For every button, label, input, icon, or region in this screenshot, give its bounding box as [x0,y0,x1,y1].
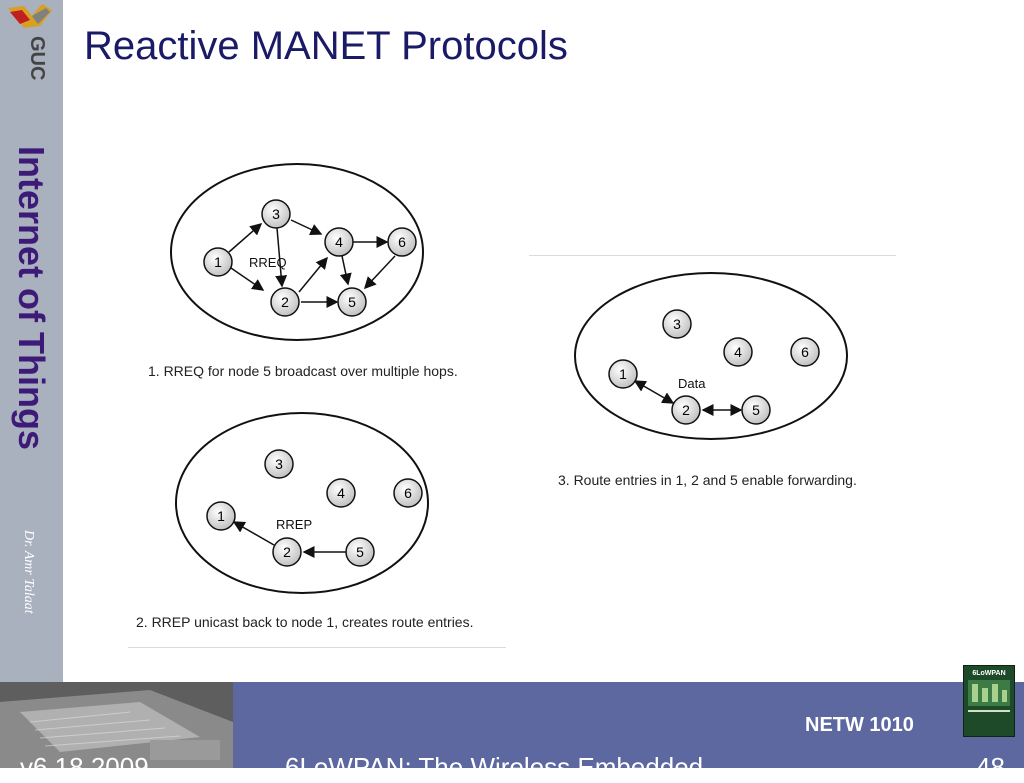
svg-text:5: 5 [752,402,760,418]
rreq-caption: 1. RREQ for node 5 broadcast over multip… [148,363,458,379]
svg-text:3: 3 [272,206,280,222]
node-4: 4 [324,227,354,257]
guc-logo: GUC [8,4,52,80]
circuit-board-photo [0,682,233,768]
edge-1-2 [230,267,265,291]
svg-text:6: 6 [404,485,412,501]
svg-text:2: 2 [281,294,289,310]
data-label: Data [678,376,706,391]
node-6: 6 [393,478,423,508]
chip-image [0,682,233,768]
node-1: 1 [203,247,233,277]
edge-2-1 [232,521,275,546]
rrep-diagram: 3 4 6 1 2 5 RREP [175,412,429,594]
node-3: 3 [662,309,692,339]
node-6: 6 [790,337,820,367]
svg-text:4: 4 [335,234,343,250]
book-art [968,680,1010,712]
author-name: Dr. Amr Talaat [21,530,36,614]
node-5: 5 [741,395,771,425]
edge-1-3 [228,223,263,253]
node-3: 3 [261,199,291,229]
divider-left-bottom [128,647,506,648]
node-5: 5 [337,287,367,317]
rreq-label: RREQ [249,255,287,270]
node-1: 1 [206,501,236,531]
svg-text:1: 1 [214,254,222,270]
divider-right-top [529,255,896,256]
svg-text:1: 1 [217,508,225,524]
node-2: 2 [270,287,300,317]
rreq-diagram: 3 1 4 6 2 5 RREQ [170,163,424,341]
node-6: 6 [387,227,417,257]
node-5: 5 [345,537,375,567]
node-3: 3 [264,449,294,479]
course-code: NETW 1010 [805,714,914,736]
node-2: 2 [272,537,302,567]
slide-title: Reactive MANET Protocols [84,24,568,68]
edge-2-4 [298,256,328,293]
svg-text:4: 4 [734,344,742,360]
network-boundary [175,412,429,594]
rrep-label: RREP [276,517,312,532]
data-diagram: 3 4 6 1 2 5 Data [574,272,848,440]
svg-text:6: 6 [398,234,406,250]
svg-text:5: 5 [356,544,364,560]
node-4: 4 [326,478,356,508]
node-2: 2 [671,395,701,425]
edge-3-4 [290,219,323,235]
logo-text: GUC [26,36,48,80]
edge-6-5 [363,255,396,290]
footer-band [233,682,1024,768]
node-1: 1 [608,359,638,389]
rrep-caption: 2. RREP unicast back to node 1, creates … [136,614,474,630]
data-caption: 3. Route entries in 1, 2 and 5 enable fo… [558,472,857,488]
edge-3-2 [275,227,288,288]
svg-text:3: 3 [673,316,681,332]
svg-text:3: 3 [275,456,283,472]
svg-text:2: 2 [682,402,690,418]
book-cover: 6LoWPAN [963,665,1015,737]
svg-text:4: 4 [337,485,345,501]
course-title: Internet of Things [11,146,52,450]
edge-4-5 [339,255,352,286]
sidebar: GUC Internet of Things Dr. Amr Talaat [0,0,63,682]
book-title: 6LoWPAN [972,670,1006,677]
svg-text:2: 2 [283,544,291,560]
node-4: 4 [723,337,753,367]
svg-text:6: 6 [801,344,809,360]
svg-text:5: 5 [348,294,356,310]
svg-text:1: 1 [619,366,627,382]
edge-1-2 [633,380,675,404]
